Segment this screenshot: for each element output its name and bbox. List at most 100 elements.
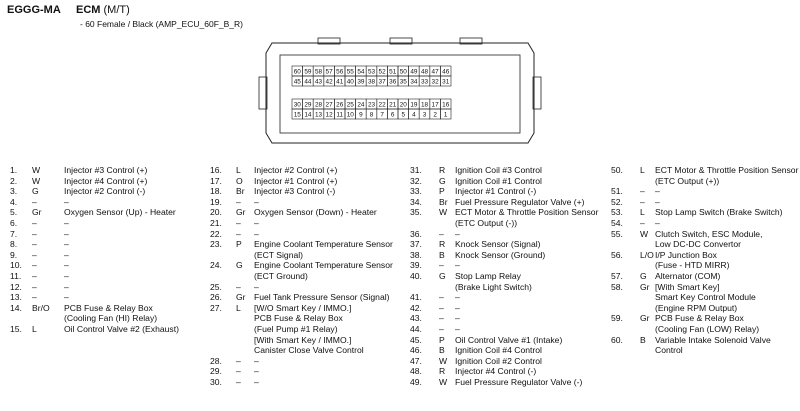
pin-id: 20.: [210, 207, 222, 218]
pin-number: 23: [368, 102, 376, 109]
wire-color: –: [32, 271, 37, 281]
wire-color: –: [32, 260, 37, 271]
wire-color: Gr: [236, 207, 246, 218]
description-line: Injector #2 Control (-): [64, 186, 146, 197]
wire-color: –: [236, 366, 241, 377]
pin-id: 10.: [10, 260, 22, 271]
pin-description: Knock Sensor (Ground): [455, 250, 545, 261]
wire-color: Br: [439, 196, 448, 207]
pin-number: 59: [304, 69, 312, 76]
pin-id: 4.: [10, 196, 18, 207]
pin-id: 44.: [410, 324, 422, 334]
pin-id: 51.: [611, 186, 623, 197]
pin-id: 50.: [611, 165, 623, 175]
pin-description: –: [455, 313, 460, 324]
description-line: –: [64, 281, 69, 292]
pin-id: 45.: [410, 334, 422, 345]
wire-color: L/O: [640, 249, 654, 260]
wire-color: –: [32, 292, 37, 303]
pin-id: 34.: [410, 196, 422, 207]
pin-id: 41.: [410, 292, 422, 303]
pin-description: Injector #3 Control (-): [254, 186, 335, 197]
wire-color: –: [236, 281, 241, 292]
pin-description: –: [64, 218, 69, 229]
description-line: –: [64, 239, 69, 250]
pin-id: 11.: [10, 271, 22, 281]
pin-id: 59.: [611, 313, 623, 324]
pin-description: –: [254, 377, 259, 388]
wire-color: Gr: [32, 207, 42, 218]
description-line: Knock Sensor (Signal): [455, 239, 541, 250]
side-tab-right: [532, 76, 542, 110]
wire-color: L: [640, 165, 645, 175]
wire-color: B: [640, 334, 646, 345]
pin-id: 42.: [410, 302, 422, 313]
description-line: –: [655, 196, 660, 207]
wire-color: L: [640, 207, 645, 218]
description-line: –: [64, 196, 69, 207]
wire-color: G: [236, 260, 243, 271]
pin-number: 54: [357, 69, 365, 76]
pin-description: Oxygen Sensor (Down) - Heater: [254, 207, 377, 218]
pin-id: 19.: [210, 196, 222, 207]
description-line: Fuel Pressure Regulator Valve (+): [455, 196, 585, 207]
pin-number: 28: [315, 102, 323, 109]
wire-color: Br: [236, 186, 245, 197]
description-line: Engine Coolant Temperature Sensor: [254, 260, 393, 271]
description-line: Alternator (COM): [655, 271, 721, 281]
pin-id: 58.: [611, 281, 623, 292]
pin-number: 53: [368, 69, 376, 76]
pin-number: 11: [336, 112, 343, 119]
description-line: Low DC-DC Convertor: [655, 239, 741, 250]
pin-number: 2: [433, 112, 437, 119]
pin-number: 31: [442, 79, 450, 86]
wire-color: –: [32, 196, 37, 207]
description-line: –: [455, 324, 460, 334]
pin-number: 16: [442, 102, 450, 109]
pin-description: –: [455, 260, 460, 271]
wire-color: W: [439, 355, 448, 366]
pin-id: 47.: [410, 355, 422, 366]
description-line: (ECT Signal): [254, 249, 304, 260]
wire-color: W: [439, 377, 448, 387]
wire-color: O: [236, 175, 243, 186]
wire-color: –: [32, 249, 37, 260]
description-line: (Engine RPM Output): [655, 302, 738, 313]
description-line: Fuel Pressure Regulator Valve (-): [455, 377, 583, 387]
wire-color: P: [439, 186, 445, 197]
wire-color: G: [439, 175, 446, 186]
pin-number: 7: [380, 112, 384, 119]
pin-id: 46.: [410, 345, 422, 356]
pin-number: 46: [442, 69, 450, 76]
pin-description: PCB Fuse & Relay Box(Cooling Fan (HI) Re…: [64, 303, 157, 324]
pin-description: ECT Motor & Throttle Position Sensor(ETC…: [655, 165, 798, 186]
description-line: Stop Lamp Relay: [455, 271, 521, 281]
pin-id: 21.: [210, 218, 222, 228]
wire-color: L: [236, 302, 241, 313]
pin-number: 47: [432, 69, 440, 76]
pin-id: 18.: [210, 186, 222, 197]
pin-number: 9: [359, 112, 363, 119]
description-line: –: [455, 228, 460, 239]
wire-color: –: [640, 196, 645, 207]
pin-number: 10: [347, 112, 355, 119]
pin-number: 8: [370, 112, 374, 119]
description-line: Ignition Coil #4 Control: [455, 345, 542, 356]
pin-id: 12.: [10, 281, 22, 292]
pin-cell: [440, 108, 452, 120]
description-line: –: [64, 249, 69, 260]
pin-id: 27.: [210, 302, 222, 313]
pin-number: 1: [444, 112, 448, 119]
pin-number: 24: [357, 102, 365, 109]
description-line: (ECT Ground): [254, 270, 308, 281]
pin-description: Injector #4 Control (-): [455, 366, 536, 377]
wire-color: Gr: [640, 281, 650, 292]
wire-color: –: [439, 313, 444, 324]
pin-description: Oxygen Sensor (Up) - Heater: [64, 207, 176, 218]
pin-description: Oil Control Valve #1 (Intake): [455, 335, 562, 346]
description-line: Fuel Tank Pressure Sensor (Signal): [254, 292, 390, 303]
description-line: PCB Fuse & Relay Box: [254, 313, 343, 324]
connector-inner-frame: [279, 54, 521, 134]
side-tab-left: [258, 76, 268, 110]
pin-number: 35: [400, 79, 408, 86]
